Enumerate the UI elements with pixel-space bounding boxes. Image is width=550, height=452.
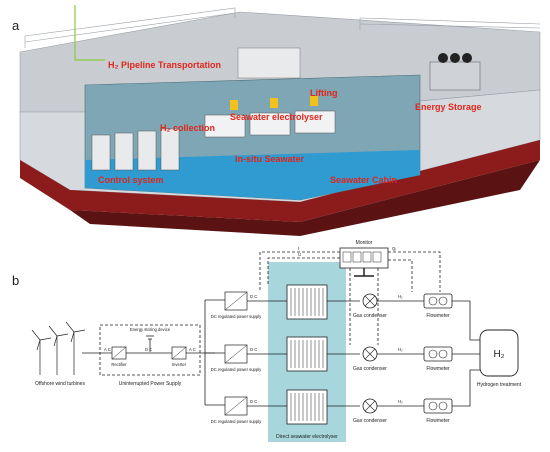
dc-supply-3-dc: D C bbox=[250, 399, 257, 404]
signal-u: U bbox=[298, 252, 301, 257]
energy-storage-unit bbox=[429, 53, 481, 91]
battery-symbol bbox=[146, 335, 154, 352]
h2-pipeline bbox=[74, 5, 105, 61]
hull-red-stripe bbox=[20, 140, 540, 222]
hydrogen-tank bbox=[479, 329, 519, 377]
vessel-illustration: H₂ Pipeline Transportation H₂ collection… bbox=[19, 5, 541, 236]
flowmeter-1 bbox=[423, 293, 453, 309]
label-energy-storage: Energy Storage bbox=[415, 102, 482, 112]
label-flowmeter-2: Flowmeter bbox=[426, 366, 450, 372]
gas-label-1: H₂ bbox=[398, 294, 403, 299]
label-electrolyser-zone: Direct seawater electrolyser bbox=[276, 434, 338, 440]
signal-i: I bbox=[298, 246, 299, 251]
deck-railings bbox=[24, 7, 541, 48]
control-cabinets bbox=[91, 128, 180, 171]
gas-label-3: H₂ bbox=[398, 399, 403, 404]
monitor bbox=[339, 247, 389, 277]
label-offshore-wind-turbines: Offshore wind turbines bbox=[35, 381, 85, 387]
gas-label-2: H₂ bbox=[398, 347, 403, 352]
rectifier-diagonal bbox=[111, 346, 127, 360]
label-gas-condenser-3: Gas condenser bbox=[353, 418, 387, 424]
dc-supply-2: DC regulated power supply D C bbox=[211, 344, 262, 372]
gas-flow-lines bbox=[377, 300, 480, 407]
electrolyser-stack-2 bbox=[286, 336, 328, 372]
supply-to-stack-wiring bbox=[247, 300, 360, 407]
label-rectifier: Rectifier bbox=[111, 362, 127, 367]
label-energy-device: Energy storing device bbox=[130, 327, 171, 332]
dc-supply-3-label: DC regulated power supply bbox=[211, 419, 262, 424]
label-inverter: Inverter bbox=[172, 362, 187, 367]
flowmeter-3 bbox=[423, 398, 453, 414]
label-flowmeter-1: Flowmeter bbox=[426, 313, 450, 319]
dc-supply-2-dc: D C bbox=[250, 347, 257, 352]
label-dc-mid: D C bbox=[145, 347, 152, 352]
ups-box bbox=[99, 324, 201, 376]
power-wiring bbox=[82, 299, 225, 406]
label-in-situ-seawater: In-situ Seawater bbox=[235, 154, 305, 164]
label-flowmeter-3: Flowmeter bbox=[426, 418, 450, 424]
label-control-system: Control system bbox=[98, 175, 164, 185]
label-gas-condenser-2: Gas condenser bbox=[353, 366, 387, 372]
flowmeter-2 bbox=[423, 346, 453, 362]
label-hydrogen-treatment: Hydrogen treatment bbox=[477, 382, 522, 388]
dc-supply-1-label: DC regulated power supply bbox=[211, 314, 262, 319]
hull-bottom bbox=[70, 160, 540, 236]
label-gas-condenser-1: Gas condenser bbox=[353, 313, 387, 319]
wind-turbines bbox=[31, 321, 86, 375]
label-seawater-cabin: Seawater Cabin bbox=[330, 175, 397, 185]
dc-supply-2-label: DC regulated power supply bbox=[211, 367, 262, 372]
label-h2-pipeline: H₂ Pipeline Transportation bbox=[108, 60, 221, 70]
label-h2-collection: H₂ collection bbox=[160, 123, 215, 133]
h2-symbol: H₂ bbox=[493, 349, 504, 360]
dc-supply-3: DC regulated power supply D C bbox=[211, 396, 262, 424]
label-monitor: Monitor bbox=[356, 240, 373, 246]
signal-lines bbox=[259, 251, 441, 345]
label-ac-in: A C bbox=[104, 347, 111, 352]
electrolyser-stack-3 bbox=[286, 389, 328, 425]
signal-q: Qᵢ bbox=[392, 246, 396, 251]
label-lifting: Lifting bbox=[310, 88, 338, 98]
dc-supply-1-dc: D C bbox=[250, 294, 257, 299]
electrolyser-stack-1 bbox=[286, 284, 328, 320]
deck-container bbox=[237, 47, 301, 79]
inverter-diagonal bbox=[171, 346, 187, 360]
label-ac-out: A C bbox=[189, 347, 196, 352]
gas-condenser-1 bbox=[362, 293, 378, 309]
panel-a-letter: a bbox=[12, 18, 20, 33]
gas-condenser-3 bbox=[362, 398, 378, 414]
panel-b-letter: b bbox=[12, 273, 19, 288]
electrolyser-units bbox=[204, 96, 336, 138]
gas-condenser-2 bbox=[362, 346, 378, 362]
label-ups: Uninterrupted Power Supply bbox=[119, 381, 182, 387]
dc-supply-1: DC regulated power supply D C bbox=[211, 291, 262, 319]
label-seawater-electrolyser: Seawater electrolyser bbox=[230, 112, 323, 122]
